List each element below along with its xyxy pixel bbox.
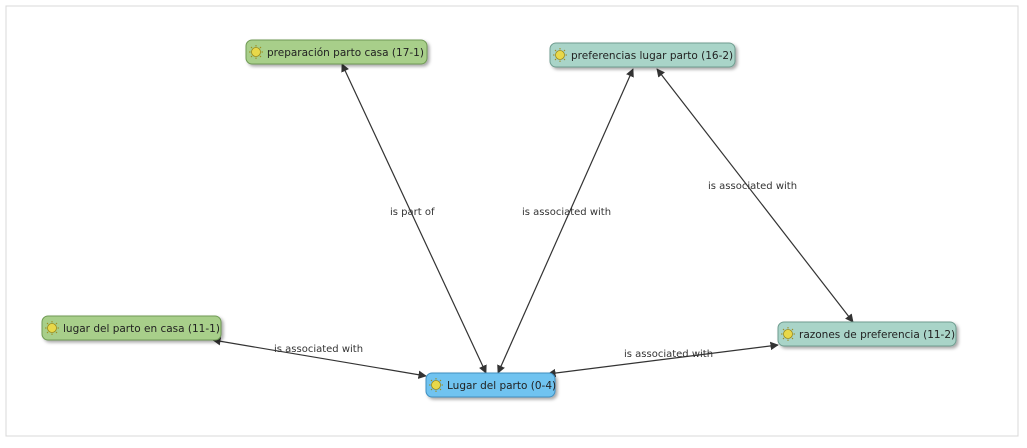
- sun-icon: [45, 321, 59, 335]
- edge-line-assoc-casa[interactable]: [212, 337, 427, 379]
- node-label: preferencias lugar parto (16-2): [571, 50, 733, 62]
- node-preparacion-content: preparación parto casa (17-1): [249, 45, 424, 59]
- node-lugar-casa[interactable]: [41, 315, 222, 341]
- node-label: lugar del parto en casa (11-1): [63, 323, 220, 335]
- node-lugar-casa-content: lugar del parto en casa (11-1): [45, 321, 220, 335]
- node-preferencias-content: preferencias lugar parto (16-2): [553, 48, 733, 62]
- node-razones[interactable]: [777, 321, 957, 347]
- edge-line-assoc-razones[interactable]: [547, 341, 779, 378]
- edge-line-assoc-razones-top[interactable]: [656, 68, 854, 323]
- edge-line-part-of[interactable]: [341, 63, 487, 374]
- node-label: Lugar del parto (0-4): [447, 380, 556, 392]
- node-label: razones de preferencia (11-2): [799, 329, 955, 341]
- sun-icon: [553, 48, 567, 62]
- edge-label-assoc-razones: is associated with: [624, 349, 713, 360]
- edges-layer: [212, 63, 854, 379]
- node-preferencias[interactable]: [549, 42, 736, 68]
- edge-line-assoc-prefer[interactable]: [497, 68, 634, 374]
- sun-icon: [781, 327, 795, 341]
- node-label: preparación parto casa (17-1): [267, 47, 424, 59]
- node-lugar-parto[interactable]: [425, 372, 556, 398]
- edge-label-part-of: is part of: [390, 207, 435, 218]
- node-preparacion[interactable]: [245, 39, 428, 65]
- node-razones-content: razones de preferencia (11-2): [781, 327, 955, 341]
- edge-labels: is part of is associated with is associa…: [274, 181, 797, 360]
- frame-border: [5, 5, 1019, 437]
- edge-label-assoc-razones-top: is associated with: [708, 181, 797, 192]
- sun-icon: [249, 45, 263, 59]
- edge-label-assoc-prefer: is associated with: [522, 207, 611, 218]
- node-lugar-parto-content: Lugar del parto (0-4): [429, 378, 556, 392]
- edge-label-assoc-casa: is associated with: [274, 344, 363, 355]
- sun-icon: [429, 378, 443, 392]
